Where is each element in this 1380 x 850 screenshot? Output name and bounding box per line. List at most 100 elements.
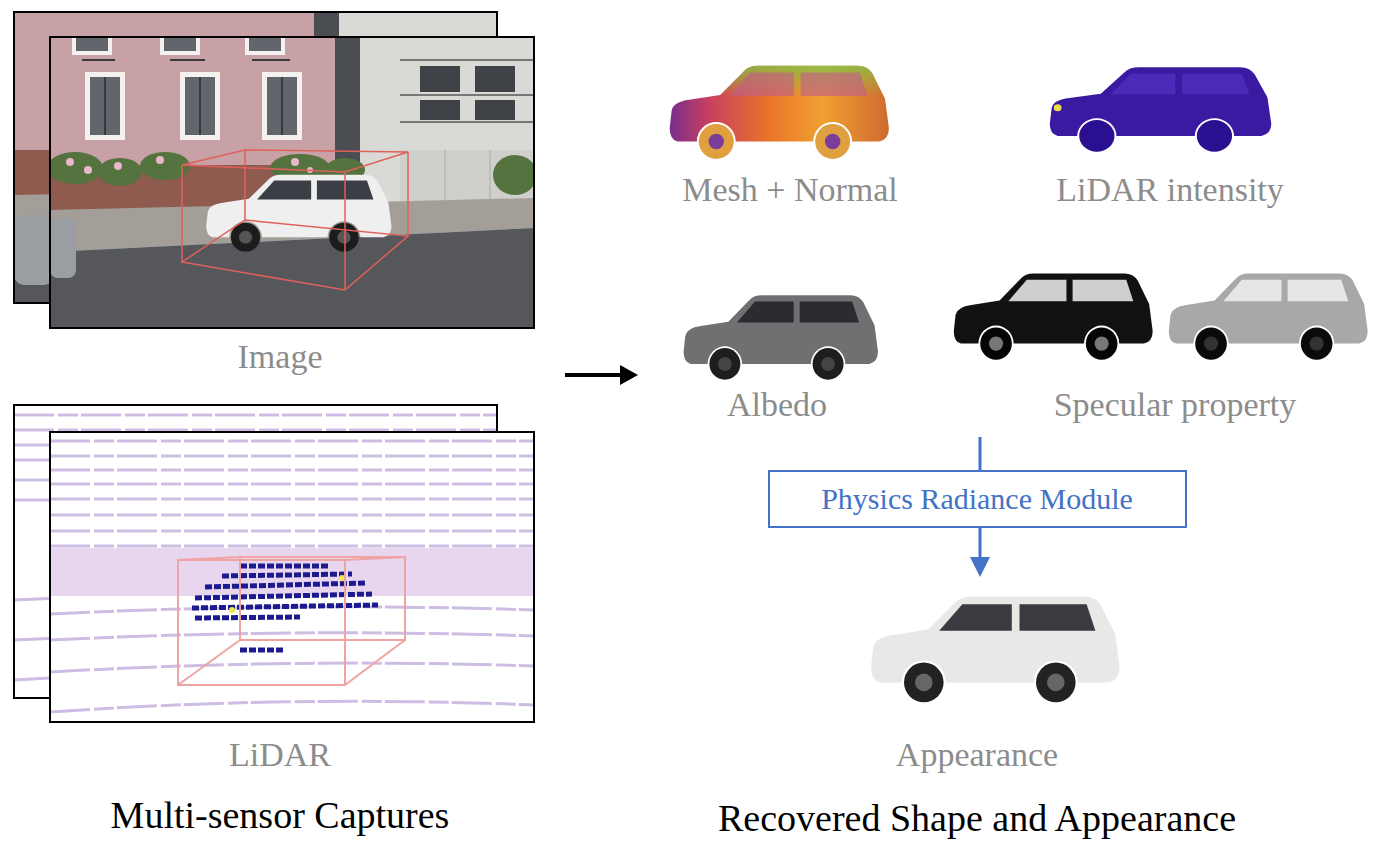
lidar-scan — [192, 605, 378, 608]
camera-frame-front — [445, 150, 446, 205]
camera-frame-front — [291, 158, 299, 166]
camera-frame-front — [85, 72, 125, 140]
camera-frame-front — [445, 150, 490, 205]
camera-frame-front — [84, 166, 92, 174]
lidar-frame-front — [50, 432, 534, 722]
lidar-scan — [240, 648, 285, 653]
panel-label: Albedo — [727, 388, 827, 422]
camera-frame-front — [104, 77, 106, 135]
flow-arrow — [565, 365, 638, 385]
camera-frame-front — [493, 155, 534, 195]
lidar-scan — [50, 530, 534, 533]
camera-frame-front — [257, 180, 373, 199]
camera-frame-front — [244, 150, 246, 220]
camera-frame-front — [72, 37, 302, 140]
specular-car — [1195, 327, 1332, 359]
lidar-scan — [50, 455, 534, 458]
panel-label: Appearance — [896, 738, 1058, 772]
flow-line — [979, 528, 982, 560]
lidar-intensity-car — [1079, 120, 1232, 152]
lidar-scan — [192, 566, 378, 650]
lidar-scan — [178, 640, 240, 685]
flow-arrow — [620, 365, 638, 385]
albedo-car — [684, 295, 878, 364]
panel-label: Image — [238, 340, 323, 374]
process-box: Physics Radiance Module — [768, 470, 1187, 528]
specular-car — [954, 273, 1153, 359]
mesh-normal-car — [730, 73, 868, 96]
specular-car — [1008, 280, 1133, 302]
camera-frame-front — [420, 66, 460, 92]
camera-frame-front — [281, 77, 283, 135]
camera-frame-front — [50, 37, 534, 328]
appearance-car — [915, 674, 1065, 692]
camera-frame-front — [400, 121, 534, 123]
lidar-intensity-car — [1050, 67, 1271, 151]
camera-frame-front — [267, 77, 297, 135]
frame-border — [50, 432, 534, 722]
appearance-car — [904, 663, 1076, 703]
lidar-scan — [240, 557, 405, 640]
specular-car — [1204, 336, 1324, 350]
albedo-car — [709, 348, 843, 380]
specular-car — [1169, 273, 1368, 359]
albedo-car — [737, 301, 859, 322]
lidar-scan — [195, 617, 300, 618]
camera-frame-front — [50, 37, 534, 328]
camera-frame-front — [400, 59, 534, 61]
mesh-normal-car — [709, 134, 841, 150]
camera-frame-front — [72, 37, 112, 55]
lidar-scan — [229, 607, 235, 613]
panel-label: Mesh + Normal — [682, 173, 898, 207]
specular-car — [980, 327, 1117, 359]
lidar-scan — [50, 498, 534, 501]
camera-frame-front — [400, 94, 534, 96]
camera-frame-front — [160, 37, 200, 55]
lidar-intensity-car — [1054, 104, 1062, 111]
camera-frame-front — [420, 100, 460, 120]
lidar-scan — [50, 548, 534, 596]
flow-line — [970, 557, 990, 577]
camera-frame-front — [475, 66, 515, 92]
camera-frame-front — [76, 37, 297, 135]
flow-line — [979, 437, 982, 470]
camera-frame-front — [239, 231, 351, 244]
camera-frame-front — [490, 150, 491, 205]
mesh-normal-car — [670, 66, 889, 142]
camera-frame-front — [231, 223, 359, 252]
lidar-scan — [50, 469, 534, 472]
camera-frame-front — [180, 72, 220, 140]
camera-frame-front — [182, 150, 408, 172]
appearance-car — [871, 597, 1120, 683]
camera-frame-front — [50, 218, 76, 278]
albedo-car — [684, 295, 878, 379]
camera-frame-front — [206, 175, 391, 252]
frame-border — [50, 37, 534, 328]
camera-frame-front — [66, 158, 74, 166]
specular-car — [954, 273, 1153, 343]
panel-label: LiDAR intensity — [1056, 173, 1284, 207]
lidar-scan — [50, 440, 534, 443]
lidar-scan — [178, 557, 240, 560]
camera-frame-front — [400, 60, 534, 122]
mesh-normal-car — [699, 124, 850, 159]
camera-frame-front — [164, 37, 196, 51]
lidar-scan — [240, 564, 330, 569]
lidar-intensity-car — [1111, 73, 1250, 94]
camera-frame-front — [50, 228, 534, 328]
specular-car — [1169, 273, 1368, 343]
camera-frame-front — [245, 37, 285, 55]
panel-label: Specular property — [1054, 388, 1297, 422]
camera-frame-front — [114, 162, 122, 170]
camera-frame-front — [90, 77, 120, 135]
camera-frame-front — [199, 77, 201, 135]
lidar-scan-lines — [14, 414, 497, 417]
panel-label: LiDAR — [229, 738, 331, 772]
camera-frame-front — [82, 59, 115, 61]
lidar-scan — [50, 663, 534, 672]
flow-arrow — [565, 373, 624, 377]
lidar-intensity-car — [1050, 67, 1271, 136]
